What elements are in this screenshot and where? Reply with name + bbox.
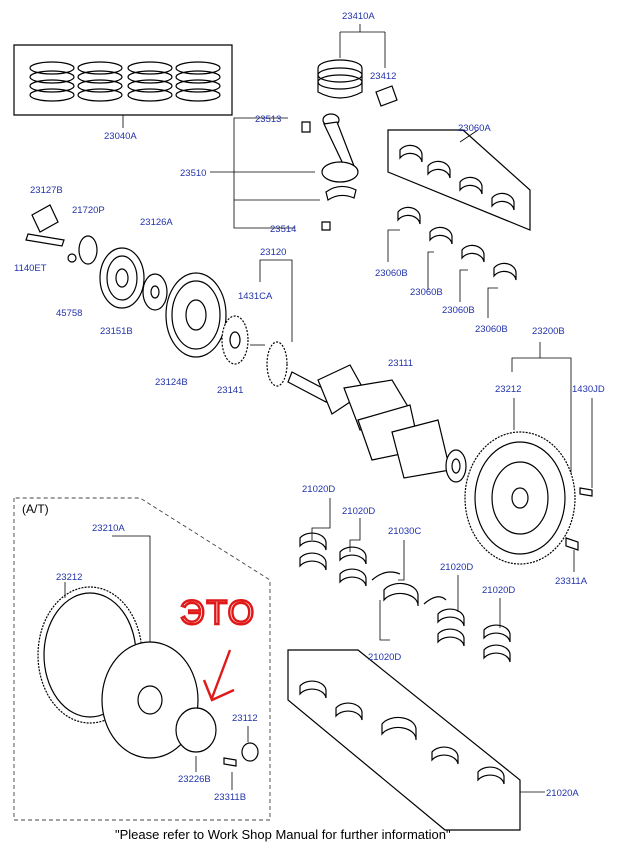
label-23200B: 23200B (532, 326, 565, 337)
label-21020A: 21020A (546, 788, 579, 799)
label-1431CA: 1431CA (238, 291, 273, 302)
connecting-rod (210, 113, 359, 231)
label-21030C: 21030C (388, 526, 421, 537)
footer-note: "Please refer to Work Shop Manual for fu… (115, 827, 451, 842)
label-23226B: 23226B (178, 774, 211, 785)
main-bearings (299, 498, 511, 663)
label-23111: 23111 (388, 358, 413, 369)
label-23212-top: 23212 (495, 384, 521, 395)
handwritten-note: ЭТО (180, 594, 256, 632)
label-23120: 23120 (260, 247, 286, 258)
label-23311B: 23311B (214, 792, 246, 803)
automatic-transmission-section (13, 497, 271, 821)
flywheel (464, 342, 593, 572)
label-23510: 23510 (180, 168, 206, 179)
label-23060B-2: 23060B (410, 287, 443, 298)
label-23127B: 23127B (30, 185, 63, 196)
label-21020D-5: 21020D (368, 652, 401, 663)
label-1430JD: 1430JD (572, 384, 605, 395)
label-21720P: 21720P (72, 205, 105, 216)
label-23060B-3: 23060B (442, 305, 475, 316)
label-23040A: 23040A (104, 131, 137, 142)
section-label: (A/T) (22, 502, 49, 516)
piston-ring-set (13, 44, 233, 128)
bearing-set-21020A (287, 649, 545, 831)
label-23311A: 23311A (555, 576, 588, 587)
red-arrow-annotation (202, 649, 235, 702)
part-labels: 23410A 23412 23040A 23513 23510 23514 23… (14, 11, 605, 803)
bearing-set-upper (387, 129, 531, 231)
label-23124B: 23124B (155, 377, 188, 388)
label-21020D-2: 21020D (342, 506, 375, 517)
label-23060A: 23060A (458, 123, 491, 134)
label-23210A: 23210A (92, 523, 125, 534)
label-23112: 23112 (232, 713, 258, 724)
label-45758: 45758 (56, 308, 82, 319)
label-1140ET: 1140ET (14, 263, 47, 274)
label-23514: 23514 (270, 224, 296, 235)
label-21020D-4: 21020D (482, 585, 515, 596)
label-23412: 23412 (370, 71, 396, 82)
label-23060B-1: 23060B (375, 268, 408, 279)
label-23151B: 23151B (100, 326, 133, 337)
label-21020D-1: 21020D (302, 484, 335, 495)
crankshaft (287, 364, 467, 483)
label-23513: 23513 (255, 114, 281, 125)
label-23212-at: 23212 (56, 572, 82, 583)
piston (317, 24, 398, 107)
label-21020D-3: 21020D (440, 562, 473, 573)
label-23141: 23141 (217, 385, 243, 396)
bearing-set-lower (387, 206, 517, 318)
label-23126A: 23126A (140, 217, 173, 228)
label-23410A: 23410A (342, 11, 375, 22)
crank-pulley-group (25, 204, 293, 387)
label-23060B-4: 23060B (475, 324, 508, 335)
